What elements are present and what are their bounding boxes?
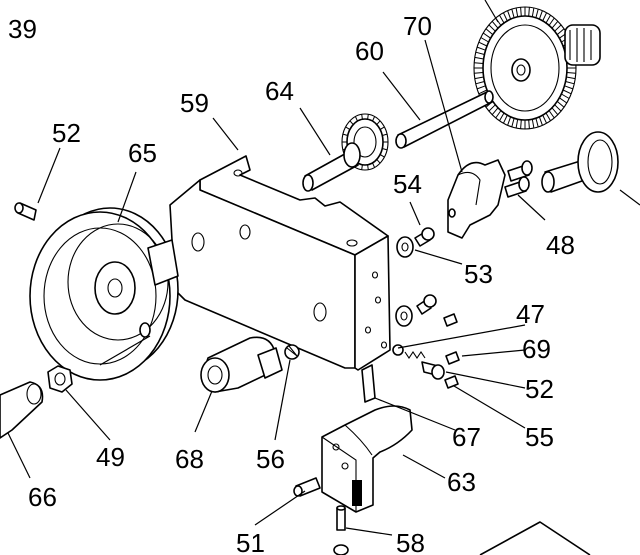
nut-49 xyxy=(47,365,73,393)
large-gear-teeth xyxy=(473,6,577,130)
callout-52-top: 52 xyxy=(52,118,81,148)
callout-70: 70 xyxy=(403,11,432,41)
screws-48 xyxy=(504,160,533,198)
next-part-corner xyxy=(479,521,591,555)
knob-right xyxy=(541,131,619,193)
callout-labels: 39 70 60 64 59 52 65 54 48 53 47 69 52 5… xyxy=(8,11,575,555)
callout-66: 66 xyxy=(28,482,57,512)
callout-63: 63 xyxy=(447,467,476,497)
screws-54 xyxy=(414,227,437,315)
callout-51: 51 xyxy=(236,528,265,555)
large-gear xyxy=(473,6,577,130)
housing-59 xyxy=(164,155,391,403)
callout-64: 64 xyxy=(265,76,294,106)
handwheel-65 xyxy=(29,207,179,381)
callout-67: 67 xyxy=(452,422,481,452)
callout-68: 68 xyxy=(175,444,204,474)
callout-65: 65 xyxy=(128,138,157,168)
callout-69: 69 xyxy=(522,334,551,364)
callout-55: 55 xyxy=(525,422,554,452)
pin-58 xyxy=(333,505,349,555)
pin-52-left xyxy=(14,202,37,221)
gib-63 xyxy=(321,405,413,513)
callout-47: 47 xyxy=(516,299,545,329)
callout-56: 56 xyxy=(256,444,285,474)
bracket-70 xyxy=(447,159,506,239)
leader-lines xyxy=(7,0,640,536)
pinion-gear xyxy=(564,24,601,66)
small-parts-right xyxy=(392,313,460,389)
shaft-60 xyxy=(395,90,494,149)
callout-53: 53 xyxy=(464,259,493,289)
set-screw-56 xyxy=(284,344,300,360)
clamp-lever-68 xyxy=(200,336,283,393)
callout-58: 58 xyxy=(396,528,425,555)
callout-52-right: 52 xyxy=(525,374,554,404)
gear-64 xyxy=(302,113,389,192)
pin-51 xyxy=(293,477,321,497)
handle-66 xyxy=(0,381,44,439)
callout-49: 49 xyxy=(96,442,125,472)
washers-53 xyxy=(395,236,414,327)
callout-48: 48 xyxy=(546,230,575,260)
callout-60: 60 xyxy=(355,36,384,66)
callout-59: 59 xyxy=(180,88,209,118)
callout-54: 54 xyxy=(393,169,422,199)
page-number: 39 xyxy=(8,14,37,44)
